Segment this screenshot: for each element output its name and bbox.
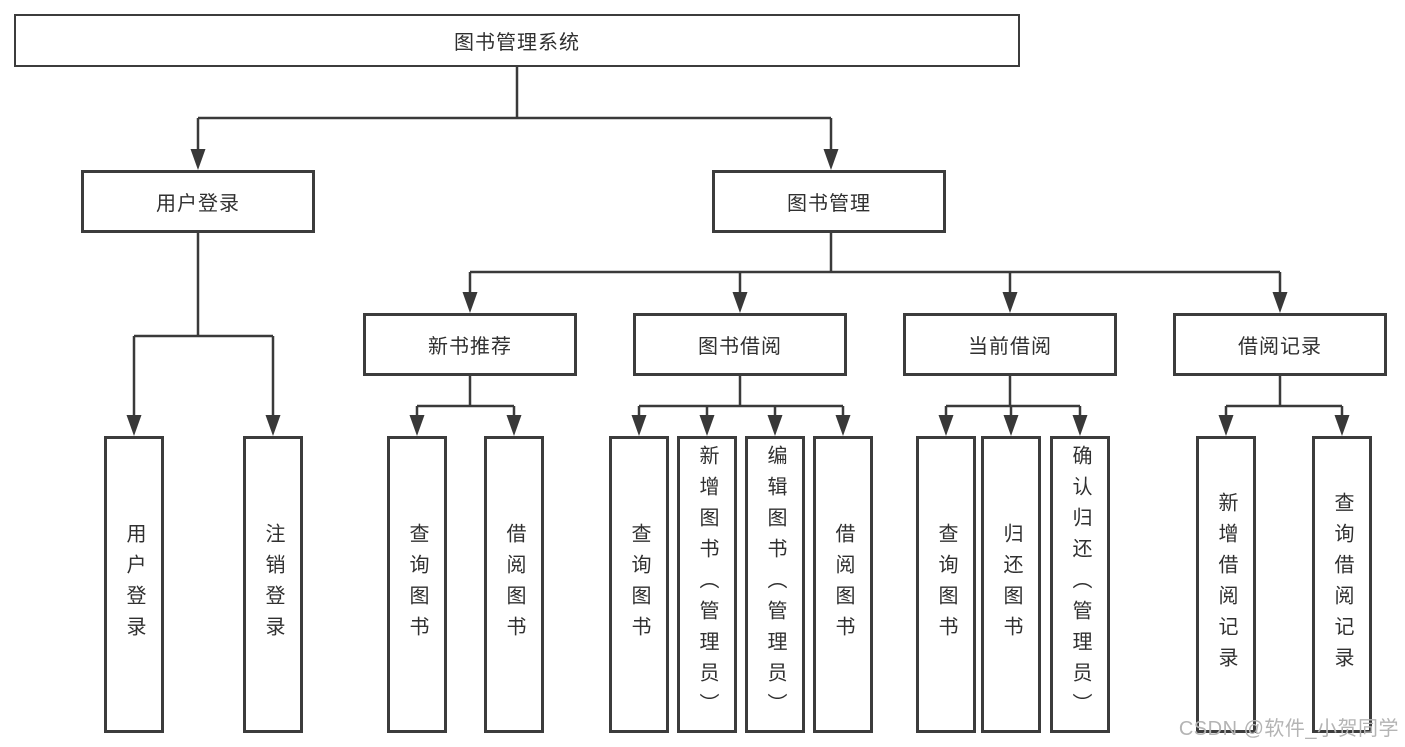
node-book-management: 图书管理 xyxy=(712,170,946,233)
node-label: 新增图书（管理员） xyxy=(696,445,718,724)
arrow-icon xyxy=(699,415,715,436)
node-return-book: 归还图书 xyxy=(981,436,1041,733)
arrow-icon xyxy=(190,149,206,170)
node-label: 用户登录 xyxy=(156,193,240,215)
node-add-borrow-record: 新增借阅记录 xyxy=(1196,436,1256,733)
node-confirm-return-admin: 确认归还（管理员） xyxy=(1050,436,1110,733)
node-label: 查询图书 xyxy=(406,522,428,647)
node-new-book-recommend: 新书推荐 xyxy=(363,313,577,376)
node-current-query-book: 查询图书 xyxy=(916,436,976,733)
node-user-login-group: 用户登录 xyxy=(81,170,315,233)
node-label: 借阅记录 xyxy=(1238,336,1322,358)
node-label: 图书管理系统 xyxy=(454,32,580,54)
arrow-icon xyxy=(409,415,425,436)
arrow-icon xyxy=(1218,415,1234,436)
node-borrowing-records: 借阅记录 xyxy=(1173,313,1387,376)
node-borrowing-query-book: 查询图书 xyxy=(609,436,669,733)
node-label: 新书推荐 xyxy=(428,336,512,358)
node-label: 查询图书 xyxy=(628,522,650,647)
node-label: 借阅图书 xyxy=(503,522,525,647)
node-label: 图书管理 xyxy=(787,193,871,215)
node-edit-book-admin: 编辑图书（管理员） xyxy=(745,436,805,733)
node-label: 注销登录 xyxy=(262,522,284,647)
csdn-watermark: CSDN @软件_小贺同学 xyxy=(1178,718,1399,740)
node-label: 借阅图书 xyxy=(832,522,854,647)
arrow-icon xyxy=(506,415,522,436)
node-label: 查询借阅记录 xyxy=(1331,491,1353,678)
node-logout: 注销登录 xyxy=(243,436,303,733)
arrow-icon xyxy=(265,415,281,436)
arrow-icon xyxy=(1002,292,1018,313)
node-label: 当前借阅 xyxy=(968,336,1052,358)
arrow-icon xyxy=(767,415,783,436)
node-current-borrowing: 当前借阅 xyxy=(903,313,1117,376)
arrow-icon xyxy=(631,415,647,436)
node-query-borrow-record: 查询借阅记录 xyxy=(1312,436,1372,733)
node-label: 用户登录 xyxy=(123,522,145,647)
arrow-icon xyxy=(1334,415,1350,436)
arrow-icon xyxy=(823,149,839,170)
node-user-login: 用户登录 xyxy=(104,436,164,733)
arrow-icon xyxy=(732,292,748,313)
node-label: 确认归还（管理员） xyxy=(1069,445,1091,724)
node-recommend-borrow-book: 借阅图书 xyxy=(484,436,544,733)
node-recommend-query-book: 查询图书 xyxy=(387,436,447,733)
node-label: 编辑图书（管理员） xyxy=(764,445,786,724)
arrow-icon xyxy=(938,415,954,436)
node-label: 新增借阅记录 xyxy=(1215,491,1237,678)
node-book-borrowing: 图书借阅 xyxy=(633,313,847,376)
node-borrowing-borrow-book: 借阅图书 xyxy=(813,436,873,733)
node-label: 归还图书 xyxy=(1000,522,1022,647)
node-library-system: 图书管理系统 xyxy=(14,14,1020,67)
node-label: 查询图书 xyxy=(935,522,957,647)
arrow-icon xyxy=(1072,415,1088,436)
arrow-icon xyxy=(835,415,851,436)
node-add-book-admin: 新增图书（管理员） xyxy=(677,436,737,733)
arrow-icon xyxy=(126,415,142,436)
node-label: 图书借阅 xyxy=(698,336,782,358)
arrow-icon xyxy=(1272,292,1288,313)
arrow-icon xyxy=(1003,415,1019,436)
arrow-icon xyxy=(462,292,478,313)
